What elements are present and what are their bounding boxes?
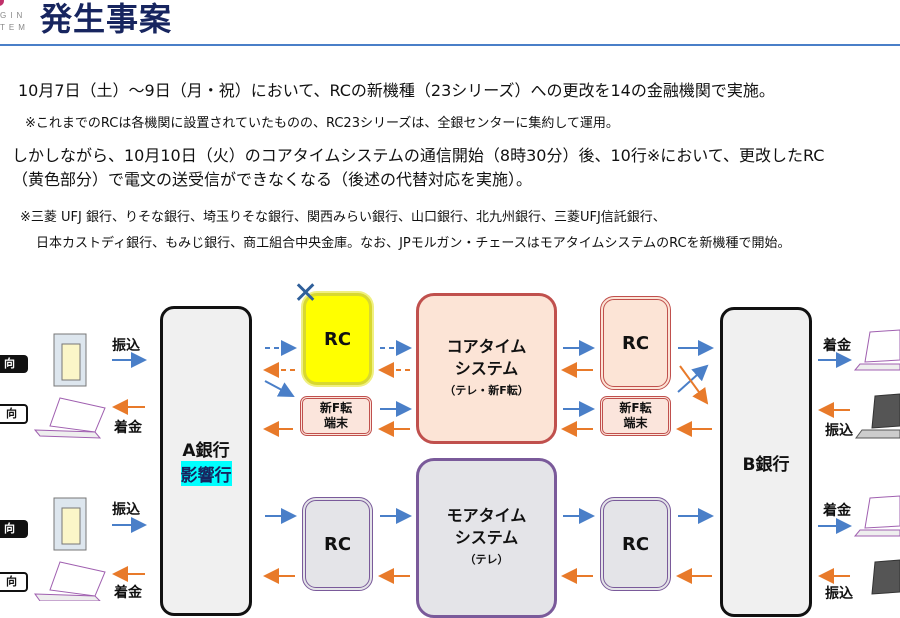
tag-white-1: 向 [0, 404, 28, 424]
laptop-icon [33, 397, 106, 439]
body-line-2: ※これまでのRCは各機関に設置されていたものの、RC23シリーズは、全銀センター… [25, 116, 619, 131]
bank-a-box: A銀行 影響行 [160, 306, 252, 616]
body-line-1: 10月7日（土）～9日（月・祝）において、RCの新機種（23シリーズ）への更改を… [18, 81, 775, 100]
failure-x-icon: ✕ [293, 276, 319, 311]
core-time-system: コアタイムシステム（テレ・新F転） [416, 293, 557, 444]
label-receipt-left-2: 着金 [114, 585, 142, 601]
more-time-system: モアタイムシステム（テレ） [416, 458, 557, 618]
rc-new-yellow: RC [303, 293, 372, 385]
rc-more-left: RC [302, 497, 373, 591]
rc-more-right: RC [600, 497, 671, 591]
tag-white-2: 向 [0, 572, 28, 592]
rc-core-right: RC [600, 296, 671, 390]
note-line-1: ※三菱 UFJ 銀行、りそな銀行、埼玉りそな銀行、関西みらい銀行、山口銀行、北九… [20, 210, 666, 225]
body-line-3: しかしながら、10月10日（火）のコアタイムシステムの通信開始（8時30分）後、… [12, 146, 825, 165]
new-f-terminal-left: 新F転端末 [300, 396, 372, 436]
tag-black-2: 向 [0, 520, 28, 538]
label-transfer-left-2: 振込 [112, 502, 140, 518]
bank-b-box: B銀行 [720, 307, 812, 617]
page-title: 発生事案 [40, 0, 173, 38]
title-divider [0, 44, 900, 46]
label-transfer-left-1: 振込 [112, 338, 140, 354]
bank-a-label: A銀行 [182, 441, 230, 461]
flow-arrows [33, 329, 900, 601]
label-transfer-right-2: 振込 [825, 586, 853, 602]
label-transfer-right-1: 振込 [825, 423, 853, 439]
note-line-2: 日本カストディ銀行、もみじ銀行、商工組合中央金庫。なお、JPモルガン・チェースは… [36, 236, 791, 251]
label-receipt-right-1: 着金 [823, 338, 851, 354]
body-line-4: （黄色部分）で電文の送受信ができなくなる（後述の代替対応を実施）。 [12, 170, 533, 189]
label-receipt-left-1: 着金 [114, 420, 142, 436]
affected-bank-badge: 影響行 [180, 461, 232, 486]
atm-icon [53, 333, 87, 387]
new-f-terminal-right: 新F転端末 [600, 396, 671, 436]
label-receipt-right-2: 着金 [823, 503, 851, 519]
tag-black-1: 向 [0, 355, 28, 373]
bank-b-label: B銀行 [742, 454, 790, 475]
